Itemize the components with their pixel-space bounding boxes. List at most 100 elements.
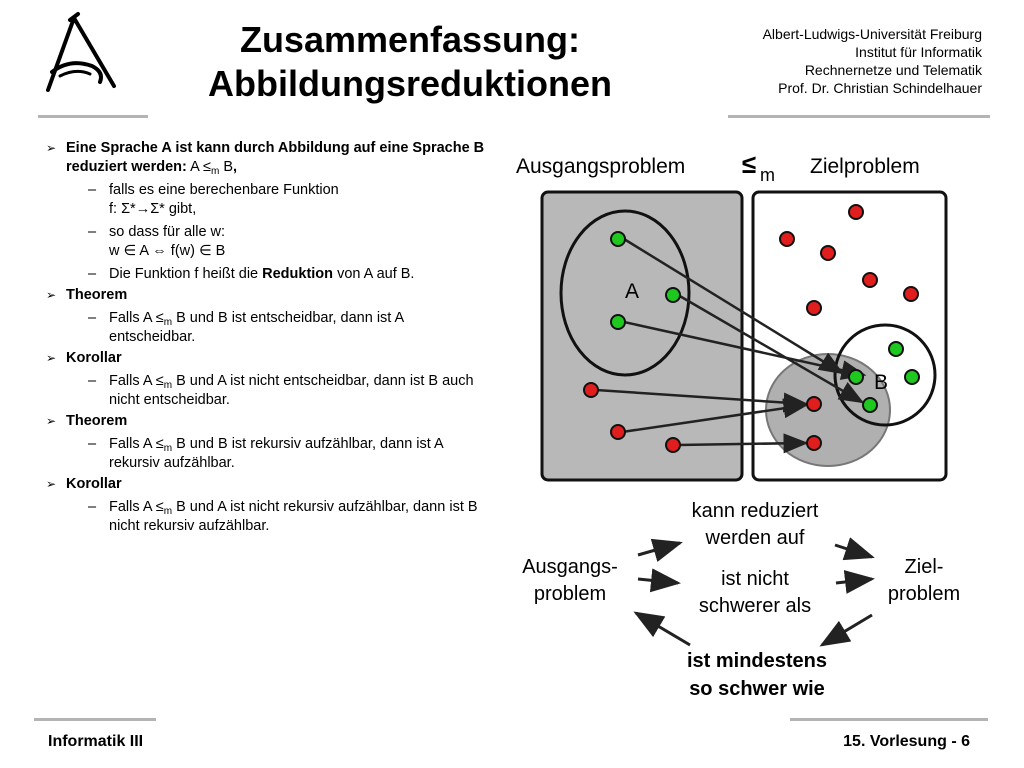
definition-rel-b: B: [223, 159, 234, 175]
dash-marker: –: [88, 373, 97, 389]
left-box: [540, 190, 744, 482]
university-logo: [46, 12, 116, 92]
cycle-left-1: Ausgangs-: [522, 556, 618, 578]
korollar-2-post: B und A ist nicht rekursiv aufzählbar, d…: [109, 499, 478, 534]
le-sub: m: [163, 317, 173, 328]
arrow: [623, 320, 867, 380]
green-dot: [610, 314, 626, 330]
theorem-2-label: Theorem: [66, 413, 128, 429]
theorem-1-text: – Falls A ≤m B und B ist entscheidbar, d…: [46, 309, 488, 347]
le-symbol: ≤: [155, 310, 164, 326]
reduction-pre: Die Funktion f heißt die: [109, 266, 259, 282]
dash-marker: –: [88, 310, 97, 326]
theorem-1-label: Theorem: [66, 287, 128, 303]
red-dot: [806, 396, 822, 412]
cycle-right-2: problem: [888, 583, 960, 605]
cycle-left-2: problem: [534, 583, 606, 605]
korollar-2-text: – Falls A ≤m B und A ist nicht rekursiv …: [46, 498, 488, 536]
red-dot: [903, 286, 919, 302]
cycle-bottom-1: ist mindestens: [687, 650, 827, 672]
arrow: [595, 388, 809, 413]
definition-rel-sub: m: [210, 166, 220, 177]
red-dot: [820, 245, 836, 261]
cycle-arrow: [637, 568, 681, 593]
cycle-mid-1: ist nicht: [721, 568, 789, 590]
korollar-1-text: – Falls A ≤m B und A ist nicht entscheid…: [46, 372, 488, 410]
bullet-korollar-2: ➢ Korollar: [46, 475, 488, 494]
function-line-1: falls es eine berechenbare Funktion: [109, 182, 339, 198]
le-symbol: ≤: [155, 436, 164, 452]
function-line-2: f: Σ*→Σ* gibt,: [109, 201, 197, 217]
dash-marker: –: [88, 182, 97, 198]
cycle-arrows: [633, 537, 875, 647]
definition-text: Eine Sprache A ist kann durch Abbildung …: [66, 140, 485, 175]
cycle-arrow: [819, 613, 873, 647]
korollar-2-label: Korollar: [66, 476, 122, 492]
bullet-theorem-1: ➢ Theorem: [46, 286, 488, 305]
bullet-definition: ➢ Eine Sprache A ist kann durch Abbildun…: [46, 139, 488, 177]
green-dot: [848, 369, 864, 385]
relation-symbol: ≤: [742, 149, 756, 179]
arrow: [621, 398, 809, 434]
red-dots: [583, 204, 919, 453]
red-dot: [848, 204, 864, 220]
condition-line-1: so dass für alle w:: [109, 224, 226, 240]
korollar-1-pre: Falls A: [109, 373, 152, 389]
cycle-mid-2: schwerer als: [699, 595, 811, 617]
bullet-marker: ➢: [46, 288, 57, 302]
footer-slide-number: 15. Vorlesung - 6: [843, 733, 970, 750]
le-symbol: ≤: [155, 373, 164, 389]
cycle-arrow: [633, 611, 691, 647]
bullet-marker: ➢: [46, 351, 57, 365]
reduction-bold: Reduktion: [262, 266, 334, 282]
bullet-korollar-1: ➢ Korollar: [46, 349, 488, 368]
left-box-label: Ausgangsproblem: [516, 155, 685, 178]
arrow: [677, 293, 865, 404]
dash-marker: –: [88, 224, 97, 240]
le-sub: m: [163, 380, 173, 391]
theorem-2-text: – Falls A ≤m B und B ist rekursiv aufzäh…: [46, 435, 488, 473]
cycle-diagram: kann reduziert werden auf Ausgangs- prob…: [522, 500, 960, 700]
institution-line-1: Albert-Ludwigs-Universität Freiburg: [762, 26, 982, 42]
title-line-2: Abbildungsreduktionen: [208, 63, 612, 104]
set-b-circle: [833, 323, 937, 427]
arrow: [623, 237, 845, 375]
footer-rule-right: [790, 718, 988, 721]
institution-line-2: Institut für Informatik: [855, 44, 982, 60]
cycle-right-1: Ziel-: [905, 556, 944, 578]
red-dot: [610, 424, 626, 440]
sub-bullet-reduction: – Die Funktion f heißt die Reduktion von…: [46, 265, 488, 284]
cycle-arrow: [834, 537, 875, 561]
red-dot: [665, 437, 681, 453]
red-dot: [806, 300, 822, 316]
korollar-1-post: B und A ist nicht entscheidbar, dann ist…: [109, 373, 474, 408]
theorem-2-pre: Falls A: [109, 436, 152, 452]
cycle-arrow: [637, 538, 683, 562]
green-dots: [610, 231, 920, 413]
relation-sub: m: [760, 165, 775, 185]
header-rule-right: [728, 115, 990, 118]
title-line-1: Zusammenfassung:: [239, 19, 581, 60]
institution-line-4: Prof. Dr. Christian Schindelhauer: [778, 80, 982, 96]
green-dot: [904, 369, 920, 385]
red-dot: [862, 272, 878, 288]
sub-bullet-condition: – so dass für alle w: w ∈ A ⇔ f(w) ∈ B: [46, 223, 488, 261]
red-dot: [779, 231, 795, 247]
red-dot: [806, 435, 822, 451]
slide-content: ➢ Eine Sprache A ist kann durch Abbildun…: [46, 137, 488, 536]
right-box-label: Zielproblem: [810, 155, 920, 178]
green-dot: [665, 287, 681, 303]
condition-line-2: w ∈ A ⇔ f(w) ∈ B: [109, 243, 226, 259]
cycle-arrow: [835, 570, 875, 594]
theorem-1-pre: Falls A: [109, 310, 152, 326]
bullet-marker: ➢: [46, 414, 57, 428]
bullet-marker: ➢: [46, 477, 57, 491]
definition-comma: ,: [233, 159, 238, 175]
institution-block: Albert-Ludwigs-Universität Freiburg Inst…: [763, 25, 982, 97]
bullet-theorem-2: ➢ Theorem: [46, 412, 488, 431]
le-sub: m: [163, 443, 173, 454]
dash-marker: –: [88, 499, 97, 515]
sub-bullet-function: – falls es eine berechenbare Funktion f:…: [46, 181, 488, 219]
arrow: [677, 433, 809, 454]
cycle-top-2: werden auf: [705, 527, 805, 549]
